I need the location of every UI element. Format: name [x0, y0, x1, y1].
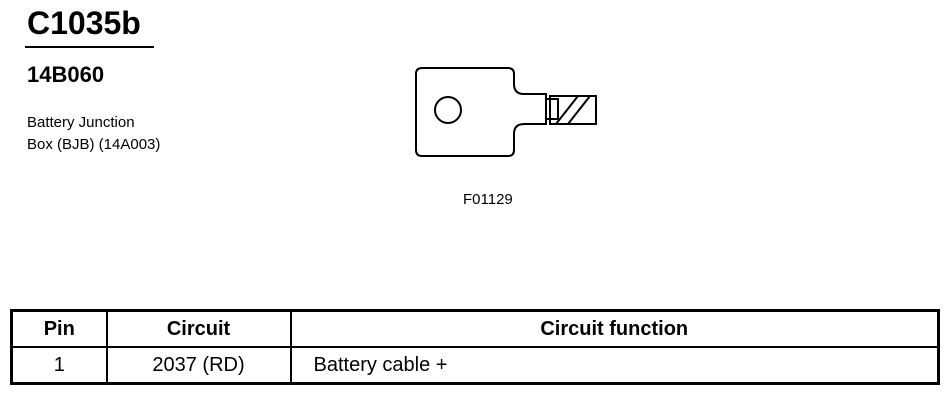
description-line-2: Box (BJB) (14A003)	[27, 136, 161, 153]
figure-id: F01129	[463, 191, 513, 208]
title-underline	[25, 46, 154, 48]
table-row: 1 2037 (RD) Battery cable +	[10, 346, 940, 385]
connector-id: C1035b	[27, 5, 141, 41]
terminal-body-outline	[415, 67, 547, 157]
hatch-line-2	[567, 95, 591, 125]
table-header-row: Pin Circuit Circuit function	[10, 309, 940, 348]
part-number: 14B060	[27, 62, 105, 87]
cell-circuit-function: Battery cable +	[289, 346, 940, 385]
ring-terminal-icon	[415, 67, 597, 157]
connector-description: Battery Junction Box (BJB) (14A003)	[27, 112, 227, 156]
column-header-circuit-function: Circuit function	[289, 309, 940, 348]
column-header-pin: Pin	[10, 309, 108, 348]
ring-hole	[434, 96, 462, 124]
crimp-barrel	[546, 98, 559, 120]
column-header-circuit: Circuit	[105, 309, 292, 348]
cell-pin: 1	[10, 346, 108, 385]
description-line-1: Battery Junction	[27, 114, 135, 131]
cell-circuit: 2037 (RD)	[105, 346, 292, 385]
cable-insulation	[549, 95, 597, 125]
hatch-line-1	[555, 95, 579, 125]
pinout-table: Pin Circuit Circuit function 1 2037 (RD)…	[10, 309, 940, 385]
